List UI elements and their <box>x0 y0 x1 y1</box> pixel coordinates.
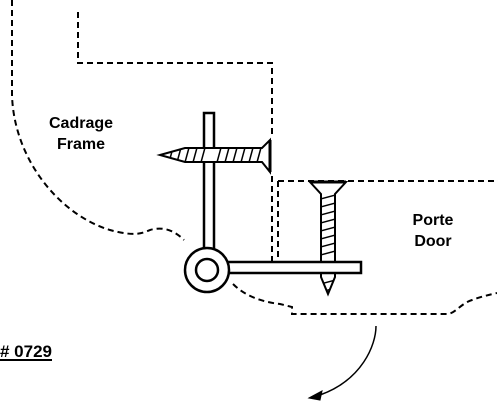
hinge-knuckle <box>183 246 231 294</box>
hinge-horizontal-leaf <box>222 260 363 275</box>
door-swing-arrowhead <box>307 390 323 401</box>
frame-outline <box>11 0 273 262</box>
frame-label: Cadrage Frame <box>36 113 126 155</box>
vertical-screw-threads <box>321 194 335 294</box>
frame-top-edge <box>77 12 273 136</box>
frame-curved-edge <box>11 0 185 241</box>
hinge-pin <box>194 257 220 283</box>
part-number: # 0729 <box>0 342 52 361</box>
door-label-french: Porte <box>412 212 454 229</box>
door-outline <box>232 180 497 315</box>
door-label-english: Door <box>414 233 452 250</box>
vertical-screw <box>307 180 349 297</box>
hinge-vertical-leaf <box>202 111 216 251</box>
vertical-screw-body <box>307 181 349 297</box>
door-swing-arc <box>319 325 377 396</box>
horizontal-screw <box>156 137 272 175</box>
frame-label-english: Frame <box>56 136 106 153</box>
door-bottom-edge <box>232 283 497 315</box>
door-swing-arrow <box>307 325 377 401</box>
frame-label-french: Cadrage <box>48 115 114 132</box>
door-label: Porte Door <box>398 210 468 252</box>
